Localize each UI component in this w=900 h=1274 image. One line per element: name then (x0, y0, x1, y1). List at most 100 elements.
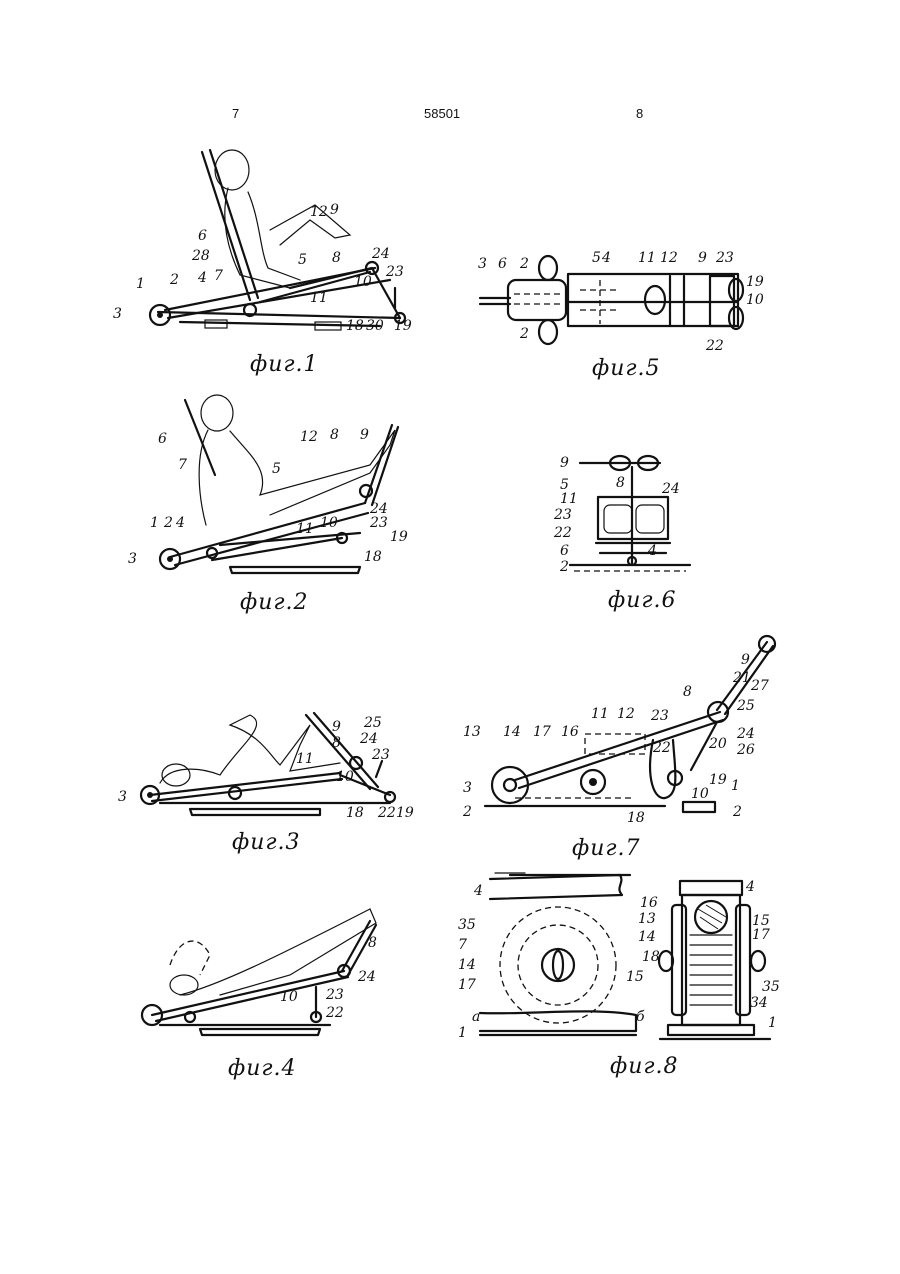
figure-6: 9 8 5 24 11 23 22 6 2 4 (550, 445, 700, 580)
fig3-label: 23 (371, 747, 390, 763)
fig7-label: 3 (463, 780, 472, 796)
fig4-label: 24 (357, 969, 376, 985)
fig1-label: 11 (310, 290, 328, 306)
fig8-label: 17 (752, 927, 770, 943)
fig3-label: 19 (396, 805, 414, 821)
fig2-label: 9 (360, 427, 369, 443)
fig2-label: 19 (390, 529, 408, 545)
fig7-label: 14 (503, 724, 521, 740)
fig4-label: 10 (280, 989, 298, 1005)
fig1-label: 12 (310, 204, 328, 220)
fig8-label: 7 (458, 937, 467, 953)
figure-7-caption: фиг.7 (572, 836, 641, 861)
fig7-label: 25 (736, 698, 755, 714)
figure-5-drawing: 3 6 2 2 5 4 11 12 9 23 19 10 22 (470, 240, 770, 355)
figure-1-drawing: 3 1 2 4 7 28 6 5 12 9 8 24 23 10 11 18 3… (110, 140, 420, 340)
fig7-label: 13 (463, 724, 481, 740)
figure-1: 3 1 2 4 7 28 6 5 12 9 8 24 23 10 11 18 3… (110, 140, 420, 340)
fig7-label: 18 (627, 810, 645, 826)
fig6-label: 8 (616, 475, 625, 491)
fig8-label: 14 (638, 929, 656, 945)
fig8-label: 4 (473, 883, 483, 899)
figure-4-caption: фиг.4 (228, 1056, 297, 1081)
fig3-label: 3 (118, 789, 127, 805)
fig6-label: 23 (553, 507, 572, 523)
fig6-label: 2 (559, 559, 569, 575)
fig2-label: 6 (158, 431, 167, 447)
fig6-label: 24 (661, 481, 680, 497)
fig3-label: 24 (359, 731, 378, 747)
fig8-label: 34 (750, 995, 768, 1011)
fig8-label: 35 (762, 979, 780, 995)
fig8-label: а (472, 1009, 480, 1025)
fig3-label: 25 (363, 715, 382, 731)
fig5-label: 6 (498, 256, 507, 272)
fig1-label: 28 (191, 248, 210, 264)
fig7-label: 16 (561, 724, 579, 740)
fig5-label: 5 (592, 250, 601, 266)
fig1-label: 19 (394, 318, 412, 334)
figure-7: 9 21 8 27 25 11 12 23 24 26 13 14 17 16 … (455, 630, 785, 830)
fig3-label: 9 (332, 719, 341, 735)
fig7-label: 17 (533, 724, 551, 740)
fig1-label: 6 (198, 228, 207, 244)
fig2-label: 18 (364, 549, 382, 565)
figure-1-caption: фиг.1 (250, 352, 319, 377)
figure-3-caption: фиг.3 (232, 830, 301, 855)
fig2-label: 1 (150, 515, 159, 531)
fig8-label: 14 (458, 957, 476, 973)
fig1-label: 1 (136, 276, 145, 292)
fig1-label: 30 (366, 318, 384, 334)
figure-6-caption: фиг.6 (608, 588, 677, 613)
fig3-label: 22 (377, 805, 396, 821)
patent-number: 58501 (424, 106, 460, 121)
figure-2-drawing: 6 7 1 2 4 3 12 8 9 5 24 23 11 10 18 19 (120, 395, 420, 585)
fig5-label: 3 (478, 256, 487, 272)
fig6-label: 22 (553, 525, 572, 541)
fig1-label: 5 (298, 252, 307, 268)
fig7-label: 11 (591, 706, 609, 722)
fig7-label: 2 (732, 804, 742, 820)
fig2-label: 10 (320, 515, 338, 531)
fig8-label: 1 (768, 1015, 777, 1031)
fig7-label: 27 (750, 678, 769, 694)
fig7-label: 24 (736, 726, 755, 742)
fig8-label: 4 (745, 879, 755, 895)
fig1-label: 10 (354, 274, 372, 290)
fig2-label: 12 (300, 429, 318, 445)
figure-8-drawing: 4 16 4 35 13 14 15 17 7 18 14 17 15 35 3… (450, 865, 790, 1055)
fig3-label: 18 (346, 805, 364, 821)
fig3-label: 11 (296, 751, 314, 767)
fig5-label: 2 (519, 256, 529, 272)
fig7-label: 26 (736, 742, 755, 758)
fig8-label: 13 (638, 911, 656, 927)
fig7-label: 20 (708, 736, 727, 752)
fig7-label: 12 (617, 706, 635, 722)
fig8-label: б (636, 1009, 645, 1025)
fig8-label: 17 (458, 977, 476, 993)
fig8-label: 35 (458, 917, 476, 933)
fig2-label: 3 (128, 551, 137, 567)
fig1-label: 23 (385, 264, 404, 280)
fig7-label: 10 (691, 786, 709, 802)
figure-6-drawing: 9 8 5 24 11 23 22 6 2 4 (550, 445, 700, 580)
fig1-label: 24 (371, 246, 390, 262)
fig7-label: 22 (652, 740, 671, 756)
fig5-label: 23 (715, 250, 734, 266)
fig5-label: 22 (705, 338, 724, 354)
fig5-label: 19 (746, 274, 764, 290)
figure-2: 6 7 1 2 4 3 12 8 9 5 24 23 11 10 18 19 (120, 395, 420, 585)
fig5-label: 2 (519, 326, 529, 342)
fig1-label: 3 (113, 306, 122, 322)
fig8-label: 15 (626, 969, 644, 985)
page-number-left: 7 (232, 106, 239, 121)
fig1-label: 4 (197, 270, 207, 286)
fig2-label: 8 (330, 427, 339, 443)
fig2-label: 23 (369, 515, 388, 531)
fig1-label: 18 (346, 318, 364, 334)
fig7-label: 2 (462, 804, 472, 820)
fig2-label: 7 (178, 457, 187, 473)
figure-8-caption: фиг.8 (610, 1054, 679, 1079)
fig7-label: 9 (741, 652, 750, 668)
fig3-label: 8 (332, 735, 341, 751)
